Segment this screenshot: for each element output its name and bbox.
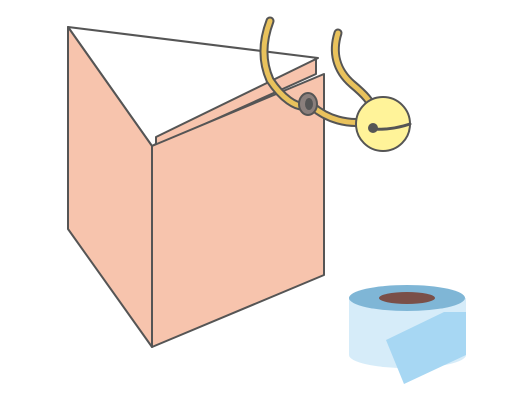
bell-icon <box>355 96 412 152</box>
box-back-flap <box>155 58 317 147</box>
tape-strip <box>386 312 466 384</box>
tape-roll-icon <box>349 285 467 384</box>
eyelet-hole <box>305 98 313 110</box>
string-right <box>332 30 377 115</box>
bell-body <box>355 96 411 152</box>
tape-core <box>379 292 435 304</box>
eyelet-icon <box>298 92 318 116</box>
bell-hole <box>368 123 378 133</box>
box-front-face <box>151 73 325 348</box>
string-left <box>261 18 309 109</box>
folded-box-icon <box>67 26 325 348</box>
